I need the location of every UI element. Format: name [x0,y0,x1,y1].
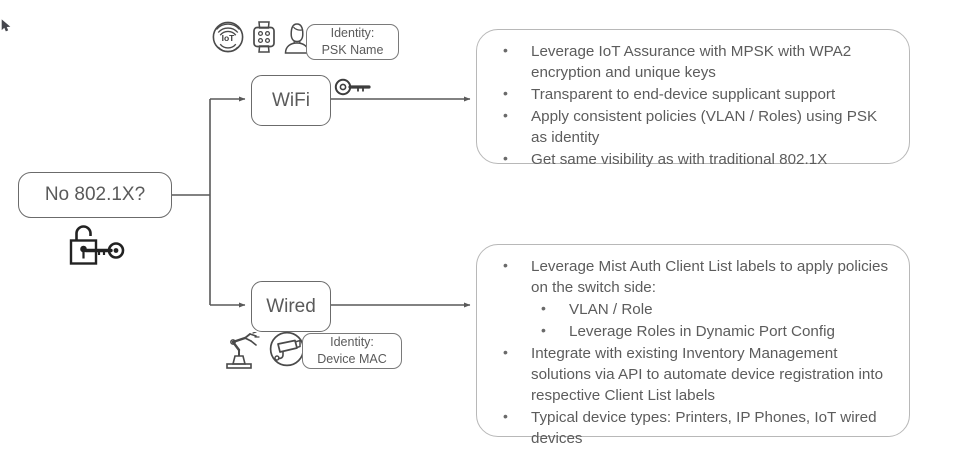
bullet-item-sub: VLAN / Role [491,299,891,321]
mouse-cursor-icon [1,19,11,32]
smartwatch-icon [253,21,275,53]
open-padlock-key-icon [69,225,125,265]
node-wired[interactable]: Wired [251,281,331,332]
security-camera-icon [269,331,305,367]
identity-tag-wifi-line1: Identity: [330,26,375,41]
key-icon [334,78,371,96]
bullet-item: Transparent to end-device supplicant sup… [491,84,891,106]
bullet-item: Leverage Mist Auth Client List labels to… [491,256,891,299]
node-no-8021x[interactable]: No 802.1X? [18,172,172,218]
svg-text:IoT: IoT [222,33,236,43]
bullet-item: Get same visibility as with traditional … [491,149,891,171]
wired-bullet-list: Leverage Mist Auth Client List labels to… [491,256,891,450]
identity-tag-wifi: Identity: PSK Name [306,24,399,60]
panel-wifi-details: Leverage IoT Assurance with MPSK with WP… [476,29,910,168]
bullet-item: Leverage IoT Assurance with MPSK with WP… [491,41,891,84]
iot-sensor-icon: IoT [212,21,244,53]
wifi-bullet-list: Leverage IoT Assurance with MPSK with WP… [491,41,891,171]
robotic-arm-icon [226,332,260,369]
bullet-item-sub: Leverage Roles in Dynamic Port Config [491,321,891,343]
identity-tag-wired: Identity: Device MAC [302,333,402,369]
node-wifi[interactable]: WiFi [251,75,331,126]
identity-tag-wired-line2: Device MAC [317,352,387,366]
panel-wired-details: Leverage Mist Auth Client List labels to… [476,244,910,447]
bullet-item: Integrate with existing Inventory Manage… [491,343,891,407]
identity-tag-wired-line1: Identity: [330,335,374,350]
identity-tag-wifi-line2: PSK Name [321,43,384,57]
bullet-item: Typical device types: Printers, IP Phone… [491,407,891,450]
bullet-item: Apply consistent policies (VLAN / Roles)… [491,106,891,149]
